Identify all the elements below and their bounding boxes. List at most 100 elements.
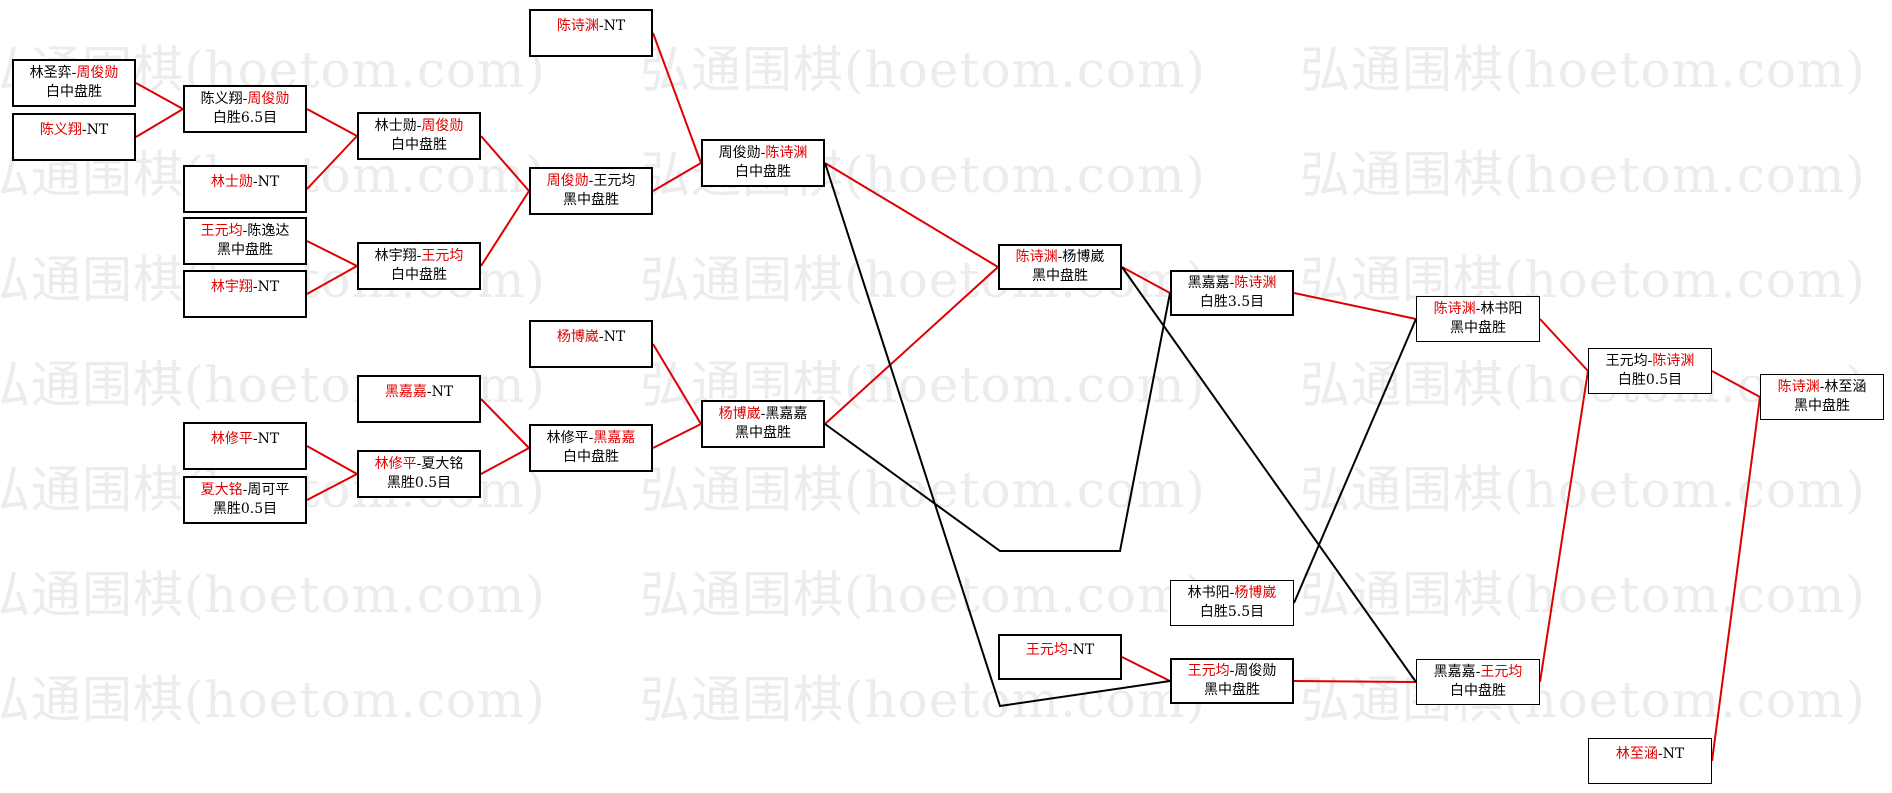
match-players: 黑嘉嘉-王元均: [1434, 663, 1523, 682]
player-1: 黑嘉嘉: [1187, 275, 1230, 291]
match-players: 王元均-周俊勋: [1188, 662, 1277, 681]
match-result: 白中盘胜: [735, 164, 791, 180]
winner-advance-line: [1539, 370, 1589, 683]
match-players: 王元均-陈诗渊: [1606, 352, 1695, 371]
player-1: 王元均: [1605, 353, 1648, 369]
vs-dash: -: [1657, 745, 1663, 762]
player-1: 林圣弈: [29, 65, 72, 81]
match-players: 夏大铭-周可平: [201, 481, 290, 500]
player-2: 陈诗渊: [765, 145, 808, 161]
watermark-text: 弘通围棋(hoetom.com): [1300, 251, 1866, 309]
player-2: NT: [431, 383, 454, 400]
winner-advance-line: [480, 135, 530, 192]
winner-advance-line: [824, 162, 999, 268]
vs-dash: -: [242, 223, 248, 239]
watermark-text: 弘通围棋(hoetom.com): [640, 671, 1206, 729]
player-2: NT: [603, 17, 626, 34]
winner-advance-line: [135, 82, 184, 110]
player-2: 林至涵: [1824, 379, 1867, 395]
player-1: 林至涵: [1615, 745, 1658, 762]
vs-dash: -: [242, 91, 248, 107]
player-1: 周俊勋: [718, 145, 761, 161]
match-box: 陈义翔-周俊勋白胜6.5目: [183, 85, 307, 133]
match-box: 林宇翔-王元均白中盘胜: [357, 242, 481, 290]
match-result: 白胜3.5目: [1199, 294, 1265, 310]
watermark-text: 弘通围棋(hoetom.com): [0, 671, 546, 729]
match-box: 林书阳-杨博崴白胜5.5目: [1170, 580, 1294, 626]
winner-advance-line: [306, 265, 358, 295]
player-2: NT: [257, 278, 280, 295]
winner-advance-line: [1711, 396, 1761, 762]
player-1: 周俊勋: [546, 173, 589, 189]
match-result: 黑中盘胜: [217, 242, 273, 258]
loser-drop-line: [1293, 318, 1417, 604]
player-2: NT: [86, 121, 109, 138]
vs-dash: -: [1057, 249, 1063, 265]
match-result: 黑中盘胜: [1450, 320, 1506, 336]
match-box: 林士勋-NT: [183, 165, 307, 213]
watermark-text: 弘通围棋(hoetom.com): [1300, 41, 1866, 99]
player-2: 黑嘉嘉: [765, 406, 808, 422]
vs-dash: -: [81, 121, 87, 138]
match-box: 杨博崴-NT: [529, 320, 653, 368]
player-2: NT: [603, 328, 626, 345]
match-box: 王元均-陈逸达黑中盘胜: [183, 217, 307, 265]
player-2: 陈诗渊: [1234, 275, 1277, 291]
winner-advance-line: [1293, 680, 1417, 683]
match-box: 陈诗渊-林至涵黑中盘胜: [1760, 374, 1884, 420]
player-1: 林宇翔: [374, 248, 417, 264]
vs-dash: -: [71, 65, 77, 81]
player-2: 王元均: [421, 248, 464, 264]
winner-advance-line: [1293, 292, 1417, 320]
match-players: 林士勋-NT: [211, 173, 279, 206]
player-2: 黑嘉嘉: [593, 430, 636, 446]
match-players: 杨博崴-黑嘉嘉: [719, 405, 808, 424]
vs-dash: -: [1229, 585, 1235, 601]
vs-dash: -: [1819, 379, 1825, 395]
match-players: 林修平-黑嘉嘉: [547, 429, 636, 448]
player-2: NT: [257, 173, 280, 190]
watermark-text: 弘通围棋(hoetom.com): [640, 41, 1206, 99]
player-1: 黑嘉嘉: [384, 383, 427, 400]
player-2: 周俊勋: [421, 118, 464, 134]
match-box: 黑嘉嘉-陈诗渊白胜3.5目: [1170, 270, 1294, 316]
winner-advance-line: [135, 108, 184, 138]
player-1: 陈诗渊: [556, 17, 599, 34]
player-1: 陈诗渊: [1015, 249, 1058, 265]
match-players: 周俊勋-陈诗渊: [719, 144, 808, 163]
vs-dash: -: [416, 118, 422, 134]
match-players: 林宇翔-王元均: [375, 247, 464, 266]
vs-dash: -: [1475, 301, 1481, 317]
watermark-text: 弘通围棋(hoetom.com): [640, 566, 1206, 624]
player-2: 陈诗渊: [1652, 353, 1695, 369]
vs-dash: -: [760, 406, 766, 422]
match-result: 白胜5.5目: [1199, 604, 1265, 620]
match-box: 杨博崴-黑嘉嘉黑中盘胜: [701, 400, 825, 448]
player-2: NT: [1072, 641, 1095, 658]
winner-advance-line: [306, 108, 358, 137]
player-2: 王元均: [593, 173, 636, 189]
player-1: 林修平: [374, 456, 417, 472]
watermark-text: 弘通围棋(hoetom.com): [1300, 461, 1866, 519]
match-result: 黑胜0.5目: [212, 501, 278, 517]
match-box: 林修平-NT: [183, 422, 307, 470]
match-result: 黑中盘胜: [563, 192, 619, 208]
vs-dash: -: [416, 456, 422, 472]
match-players: 王元均-陈逸达: [201, 222, 290, 241]
winner-advance-line: [480, 398, 530, 449]
winner-advance-line: [652, 343, 702, 425]
watermark-text: 弘通围棋(hoetom.com): [1300, 671, 1866, 729]
vs-dash: -: [598, 17, 604, 34]
match-box: 林修平-夏大铭黑胜0.5目: [357, 450, 481, 498]
loser-drop-line: [1121, 266, 1417, 683]
player-1: 夏大铭: [200, 482, 243, 498]
player-1: 林书阳: [1187, 585, 1230, 601]
player-2: NT: [257, 430, 280, 447]
match-players: 林士勋-周俊勋: [375, 117, 464, 136]
vs-dash: -: [760, 145, 766, 161]
player-1: 陈诗渊: [1433, 301, 1476, 317]
match-box: 黑嘉嘉-王元均白中盘胜: [1416, 659, 1540, 705]
player-1: 陈义翔: [39, 121, 82, 138]
match-result: 黑中盘胜: [1794, 398, 1850, 414]
